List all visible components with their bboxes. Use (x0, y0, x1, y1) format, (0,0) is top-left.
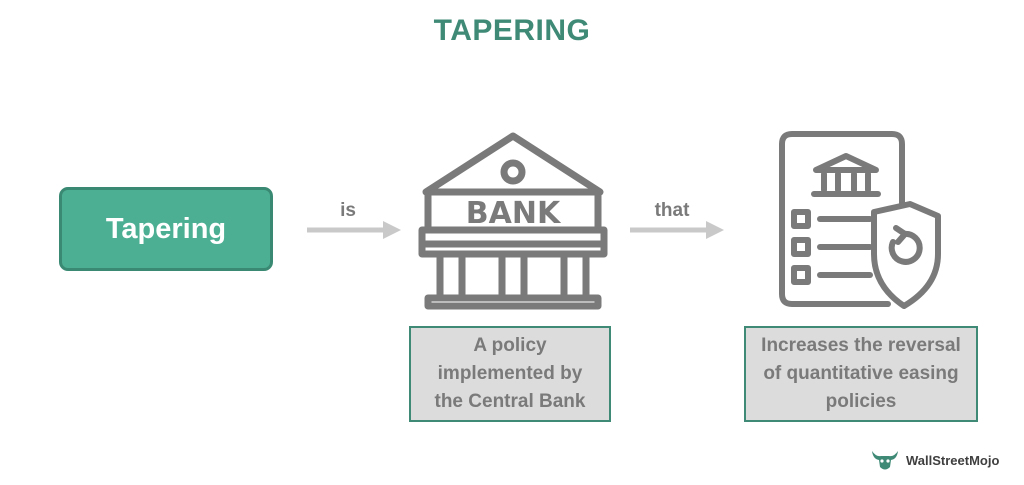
description-box-central-bank: A policy implemented by the Central Bank (409, 326, 611, 422)
description-line: policies (825, 391, 897, 412)
policy-document-icon (779, 131, 941, 309)
description-line: Increases the reversal (761, 335, 961, 356)
description-line: of quantitative easing (763, 363, 959, 384)
brand-logo: WallStreetMojo (870, 446, 999, 474)
connector-label-that: that (654, 200, 690, 221)
bank-sign-label: BANK (466, 196, 562, 231)
bull-logo-icon (872, 451, 898, 470)
term-label: Tapering (105, 212, 227, 245)
description-box-reversal: Increases the reversal of quantitative e… (744, 326, 978, 422)
description-line: A policy (473, 335, 547, 356)
term-box: Tapering (59, 187, 273, 271)
diagram-title: TAPERING (433, 14, 591, 47)
bank-building-icon: BANK (418, 132, 608, 310)
arrow-right-icon (307, 221, 401, 239)
description-line: implemented by (437, 363, 583, 384)
brand-name: WallStreetMojo (906, 452, 1000, 468)
description-line: the Central Bank (434, 391, 586, 412)
arrow-right-icon (630, 221, 724, 239)
connector-label-is: is (340, 200, 356, 221)
